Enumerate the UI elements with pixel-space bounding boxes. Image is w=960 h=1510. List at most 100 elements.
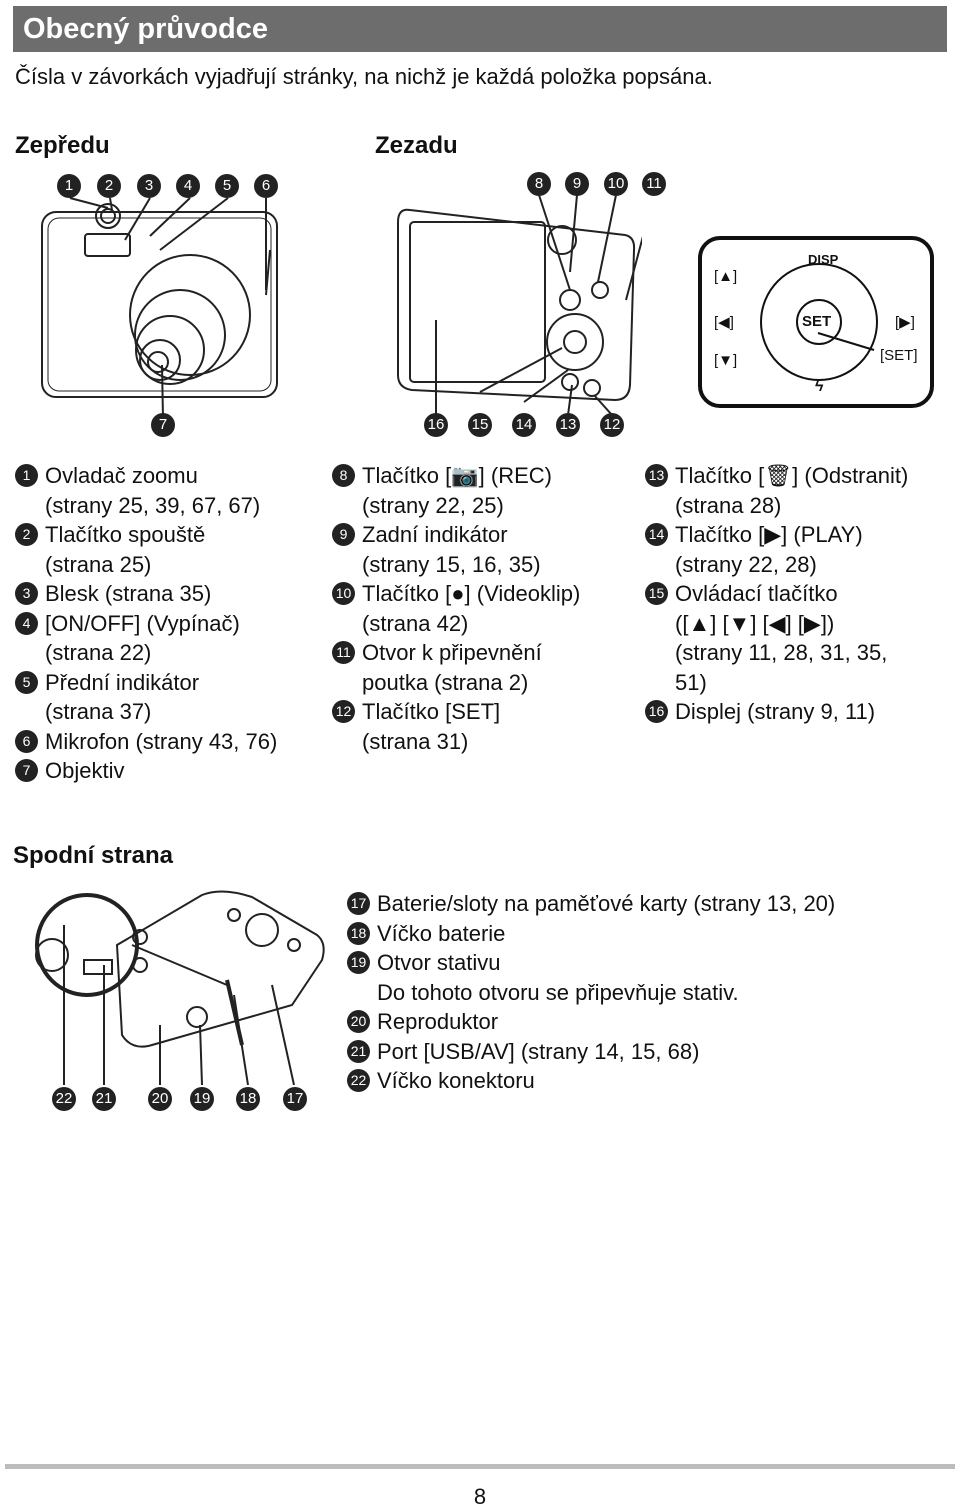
- legend-text: (strana 28): [675, 492, 782, 518]
- front-camera-illustration: [41, 197, 278, 419]
- dpad-left-label: [◀]: [714, 314, 734, 331]
- page-number: 8: [473, 1484, 487, 1509]
- legend-text: Port [USB/AV] (strany 14, 15, 68): [377, 1038, 700, 1064]
- callout-4: 4: [176, 174, 200, 198]
- legend-text: Tlačítko spouště: [45, 522, 206, 547]
- legend-item: 19 Otvor stativu Do tohoto otvoru se připe…: [347, 948, 947, 1007]
- legend-text: (strana 37): [45, 699, 152, 724]
- legend-column-2: 8 Tlačítko [📷] (REC) (strany 22, 25) 9 Zadní…: [332, 461, 642, 756]
- legend-number: 5: [15, 670, 38, 694]
- legend-text: Objektiv: [45, 758, 125, 783]
- legend-number: 12: [332, 700, 355, 723]
- control-wheel-detail: [698, 236, 934, 408]
- legend-text: Otvor k připevnění: [362, 640, 542, 665]
- dpad-right-label: [▶]: [895, 314, 915, 331]
- legend-text: 51): [675, 669, 707, 695]
- legend-text: Blesk (strana 35): [45, 581, 212, 606]
- callout-6: 6: [254, 174, 278, 198]
- legend-number: 1: [15, 464, 38, 487]
- bottom-camera-illustration: [35, 890, 325, 1085]
- callout-10: 10: [604, 172, 628, 196]
- callout-8: 8: [527, 172, 551, 196]
- callout-16: 16: [424, 413, 448, 437]
- legend-number: 22: [347, 1069, 370, 1092]
- legend-text: (strany 25, 39, 67, 67): [45, 492, 261, 518]
- legend-item: 17 Baterie/sloty na paměťové karty (stran…: [347, 889, 947, 919]
- legend-text: Ovládací tlačítko: [675, 581, 838, 606]
- callout-21: 21: [92, 1087, 116, 1111]
- callout-5: 5: [215, 174, 239, 198]
- dpad-set-label: SET: [802, 313, 832, 330]
- legend-text: Zadní indikátor: [362, 522, 508, 547]
- legend-number: 9: [332, 523, 355, 546]
- legend-item: 3 Blesk (strana 35): [15, 579, 330, 609]
- legend-item: 18 Víčko baterie: [347, 919, 947, 949]
- legend-column-4: 17 Baterie/sloty na paměťové karty (stran…: [347, 889, 947, 1096]
- dpad-set-bracket-label: [SET]: [880, 347, 918, 364]
- legend-item: 12 Tlačítko [SET] (strana 31): [332, 697, 642, 756]
- legend-number: 8: [332, 464, 355, 487]
- legend-text: ([▲] [▼] [◀] [▶]): [675, 610, 835, 636]
- legend-number: 2: [15, 523, 38, 546]
- legend-number: 20: [347, 1010, 370, 1033]
- page-title: Obecný průvodce: [23, 13, 268, 45]
- section-back-title: Zezadu: [375, 132, 458, 159]
- legend-text: Tlačítko [▶] (PLAY): [675, 522, 863, 547]
- back-camera-illustration: [397, 194, 642, 415]
- legend-item: 8 Tlačítko [📷] (REC) (strany 22, 25): [332, 461, 642, 520]
- legend-text: Mikrofon (strany 43, 76): [45, 728, 278, 754]
- legend-item: 1 Ovladač zoomu (strany 25, 39, 67, 67): [15, 461, 330, 520]
- legend-text: poutka (strana 2): [362, 669, 529, 695]
- section-front-title: Zepředu: [15, 132, 110, 159]
- legend-text: Do tohoto otvoru se připevňuje stativ.: [377, 979, 739, 1005]
- legend-text: (strany 22, 28): [675, 551, 817, 577]
- legend-column-1: 1 Ovladač zoomu (strany 25, 39, 67, 67) 2 Tl…: [15, 461, 330, 786]
- callout-11: 11: [642, 172, 666, 196]
- legend-text: (strany 22, 25): [362, 492, 504, 518]
- legend-number: 10: [332, 582, 355, 605]
- legend-text: Víčko baterie: [377, 920, 506, 946]
- dpad-up-label: [▲]: [714, 268, 738, 285]
- legend-number: 6: [15, 729, 38, 753]
- legend-text: Baterie/sloty na paměťové karty (strany …: [377, 891, 836, 916]
- legend-item: 5 Přední indikátor (strana 37): [15, 668, 330, 727]
- flash-icon: ϟ: [815, 378, 824, 395]
- dpad-down-label: [▼]: [714, 352, 738, 369]
- legend-text: Tlačítko [SET]: [362, 699, 501, 724]
- legend-text: Ovladač zoomu: [45, 463, 198, 488]
- legend-text: Otvor stativu: [377, 950, 501, 975]
- legend-number: 21: [347, 1039, 370, 1063]
- legend-text: Displej (strany 9, 11): [675, 699, 876, 724]
- legend-text: Reproduktor: [377, 1009, 499, 1034]
- legend-text: Přední indikátor: [45, 669, 200, 695]
- page-header: Obecný průvodce: [13, 6, 947, 52]
- callout-22: 22: [52, 1087, 76, 1111]
- intro-text: Čísla v závorkách vyjadřují stránky, na …: [15, 64, 713, 89]
- legend-number: 19: [347, 951, 370, 974]
- callout-7: 7: [151, 413, 175, 437]
- legend-text: Tlačítko [🗑] (Odstranit): [675, 463, 909, 488]
- callout-3: 3: [137, 174, 161, 198]
- legend-text: Tlačítko [📷] (REC): [362, 463, 552, 488]
- legend-item: 15 Ovládací tlačítko ([▲] [▼] [◀] [▶]) (str…: [645, 579, 955, 697]
- legend-item: 21 Port [USB/AV] (strany 14, 15, 68): [347, 1037, 947, 1067]
- legend-text: (strana 31): [362, 728, 469, 754]
- legend-number: 15: [645, 582, 668, 605]
- legend-number: 3: [15, 582, 38, 605]
- section-bottom-title: Spodní strana: [13, 842, 174, 869]
- callout-17: 17: [283, 1087, 307, 1111]
- legend-text: [ON/OFF] (Vypínač): [45, 610, 240, 636]
- callout-1: 1: [57, 174, 81, 198]
- legend-number: 17: [347, 892, 370, 915]
- legend-number: 18: [347, 921, 370, 945]
- legend-text: (strany 11, 28, 31, 35,: [675, 640, 888, 665]
- legend-item: 20 Reproduktor: [347, 1007, 947, 1037]
